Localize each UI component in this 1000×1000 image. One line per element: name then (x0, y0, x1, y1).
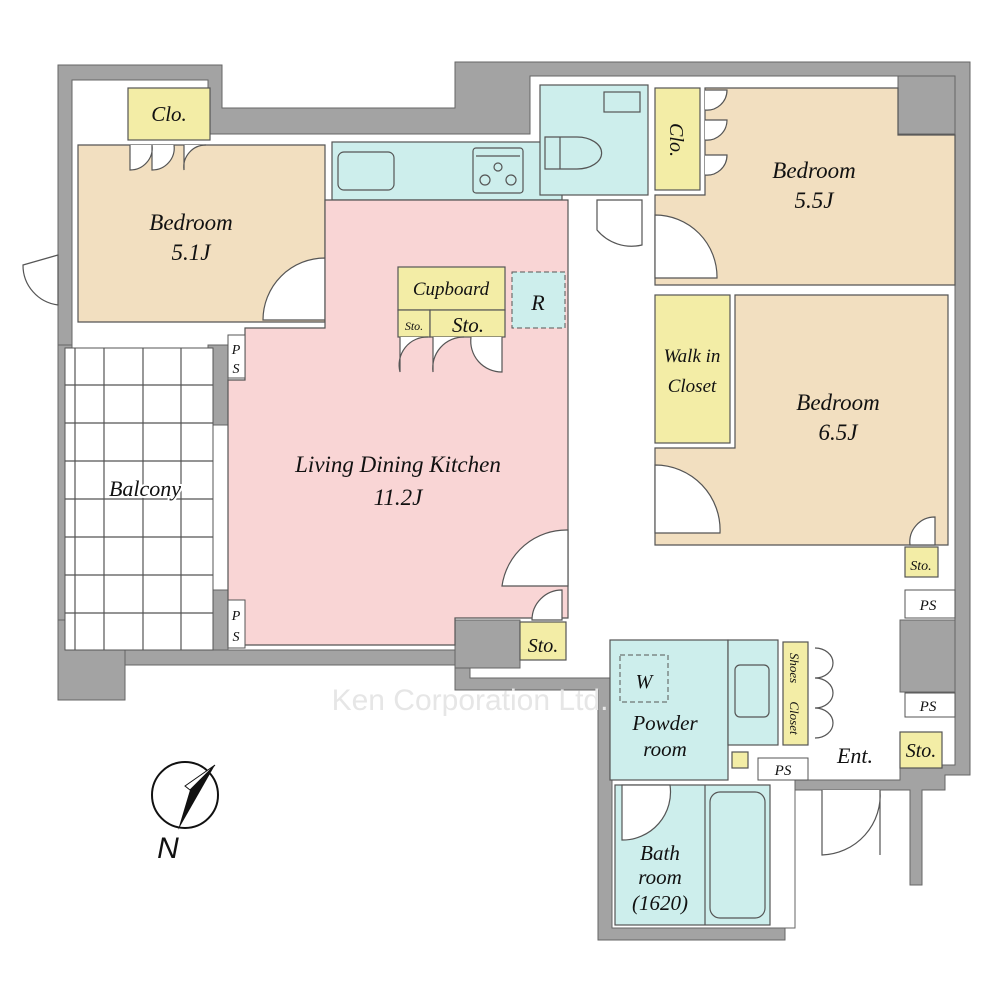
storage-label: Sto. (528, 635, 559, 657)
ps-label: S (233, 630, 240, 645)
bedroom-door[interactable] (654, 214, 718, 279)
closet-right (654, 87, 701, 191)
storage-tiny (731, 751, 749, 769)
closet-label: Clo. (151, 102, 187, 126)
cupboard-doors[interactable] (398, 336, 503, 373)
toilet-room (539, 84, 649, 196)
bedroom-door[interactable] (262, 257, 326, 321)
tank-icon (603, 91, 641, 113)
room-size: 5.1J (172, 240, 213, 265)
closet-label: Closet (787, 701, 802, 735)
wall-column (899, 619, 956, 693)
cupboard (397, 266, 506, 311)
bedroom-5-5 (654, 87, 956, 286)
vanity-counter (727, 639, 779, 746)
room-name: Powder (631, 711, 698, 735)
storage-door[interactable] (909, 516, 936, 546)
closet-label: Closet (668, 376, 717, 397)
closet-label: Shoes (787, 653, 802, 683)
ps-label: P (231, 609, 241, 624)
wall-segment (897, 75, 956, 135)
washer-label: W (636, 671, 655, 693)
north-arrow-icon (151, 761, 219, 830)
shoes-closet (782, 641, 809, 746)
room-size: 5.5J (795, 188, 836, 213)
storage-bedroom (904, 546, 939, 578)
storage-ldk (519, 621, 567, 661)
closet-doors[interactable] (129, 144, 207, 171)
shoe-closet-doors[interactable] (814, 647, 834, 739)
ps-label: P (231, 343, 241, 358)
storage-cupboard (429, 309, 506, 338)
balcony (64, 347, 214, 651)
room-name: room (643, 737, 687, 761)
pipe-space (757, 757, 809, 781)
cupboard-label: Cupboard (413, 279, 490, 300)
room-size: 6.5J (819, 420, 860, 445)
kitchen-counter (331, 141, 563, 201)
ps-label: S (233, 362, 240, 377)
sink-icon (337, 151, 395, 191)
refrigerator-label: R (530, 290, 545, 315)
storage-label: Sto. (405, 319, 423, 333)
room-name: Balcony (109, 476, 181, 501)
pipe-space (227, 334, 246, 379)
entrance-label: Ent. (836, 743, 873, 768)
toilet-icon (544, 136, 603, 170)
closet-doors[interactable] (704, 89, 728, 176)
north-label: N (157, 832, 179, 865)
storage-label: Sto. (452, 313, 484, 337)
room-name: Bedroom (796, 390, 879, 415)
watermark: Ken Corporation Ltd. (332, 684, 609, 717)
entrance-door[interactable] (821, 789, 881, 856)
room-name: Bedroom (772, 158, 855, 183)
room-name: Bedroom (149, 210, 232, 235)
ps-label: PS (774, 763, 792, 779)
room-name: room (638, 865, 682, 889)
bedroom-door[interactable] (654, 464, 721, 534)
wall-column (454, 619, 521, 669)
bedroom-6-5 (654, 294, 949, 546)
room-name: Living Dining Kitchen (294, 452, 501, 477)
bath-door[interactable] (621, 784, 672, 841)
room-name: (1620) (632, 891, 688, 915)
pipe-space (227, 599, 246, 649)
closet-label: Walk in (664, 346, 721, 367)
storage-label: Sto. (910, 559, 931, 574)
storage-label: Sto. (906, 740, 937, 762)
toilet-door[interactable] (596, 199, 643, 247)
refrigerator-space (511, 271, 566, 329)
closet-left (127, 87, 211, 141)
pipe-space (904, 692, 956, 718)
walk-in-closet (654, 294, 731, 444)
bathtub-icon (709, 791, 766, 919)
washbasin-icon (734, 664, 770, 718)
ldk-door[interactable] (501, 529, 569, 587)
ps-label: PS (919, 598, 937, 614)
storage-entrance (899, 731, 943, 769)
pipe-space (904, 589, 956, 619)
storage-door[interactable] (531, 589, 563, 621)
closet-label: Clo. (665, 123, 687, 157)
stove-icon (472, 147, 524, 194)
ps-label: PS (919, 699, 937, 715)
room-size: 11.2J (374, 485, 425, 510)
washer-space (619, 654, 669, 703)
room-name: Bath (640, 841, 680, 865)
powder-room (609, 639, 729, 781)
side-door[interactable] (22, 254, 59, 306)
